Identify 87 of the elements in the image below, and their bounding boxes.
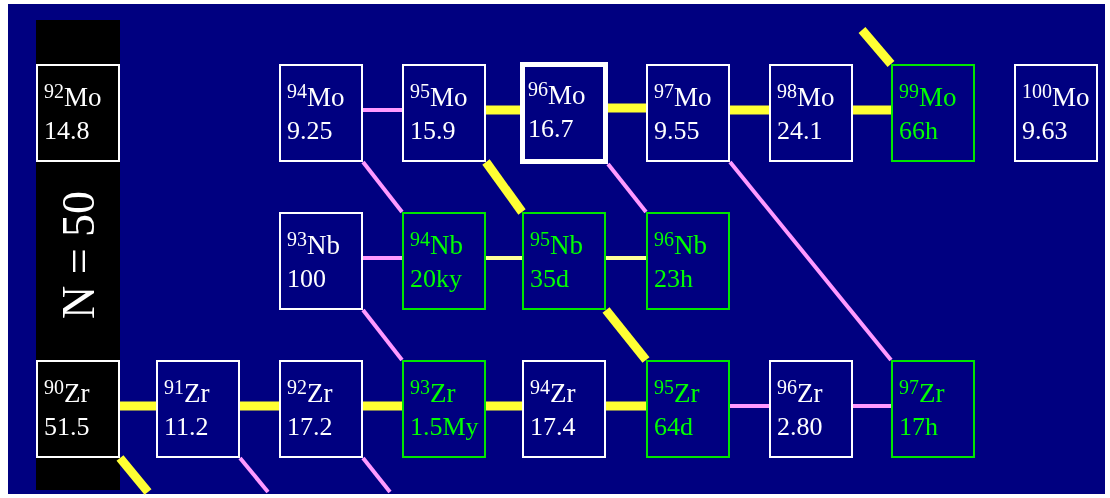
nuclide-box [402,360,486,458]
connector-line [606,401,646,411]
nuclide-symbol: $^{95}$Zr [654,376,701,410]
nuclide-symbol: $^{100}$Mo [1022,80,1091,114]
nuclide-symbol: $^{94}$Mo [287,80,346,114]
nuclide-value: 51.5 [44,411,91,443]
nuclide-symbol: $^{92}$Mo [44,80,103,114]
connector-line [361,308,404,362]
nuclide-symbol: $^{92}$Zr [287,376,334,410]
connector-line [238,456,270,494]
nuclide-value: 64d [654,411,694,443]
connector-line [730,404,769,408]
nuclide-box [646,212,730,310]
connector-line [608,103,646,113]
connector-line [858,27,895,67]
connector-line [116,455,152,495]
nuclide-value: 35d [530,263,570,295]
nuclide-symbol: $^{97}$Mo [654,80,713,114]
connector-line [486,401,522,411]
nuclide-box [769,360,853,458]
connector-line [728,160,893,362]
nuclide-value: 14.8 [44,115,91,147]
connector-line [363,108,402,112]
nuclide-value: 66h [899,115,939,147]
connector-line [482,159,526,215]
nuclide-symbol: $^{98}$Mo [777,80,836,114]
nuclide-box [891,360,975,458]
nuclide-box [1014,64,1098,162]
nuclide-box [156,360,240,458]
nuclide-box [891,64,975,162]
nuclide-box [769,64,853,162]
connector-line [486,256,522,260]
nuclide-value: 9.63 [1022,115,1069,147]
connector-line [361,160,404,214]
nuclide-box [36,64,120,162]
nuclide-box [646,64,730,162]
connector-line [853,105,891,115]
nuclide-symbol: $^{93}$Zr [410,376,457,410]
nuclide-value: 9.25 [287,115,334,147]
nuclide-value: 1.5My [410,411,480,443]
nuclide-value: 2.80 [777,411,824,443]
nuclide-box [522,212,606,310]
nuclide-value: 15.9 [410,115,457,147]
connector-line [363,256,402,260]
nuclide-symbol: $^{94}$Zr [530,376,577,410]
shell-band [36,20,120,490]
nuclide-box [402,212,486,310]
band-label: N = 50 [51,190,105,320]
connector-line [853,404,891,408]
nuclide-box [279,64,363,162]
connector-line [606,162,648,214]
connector-line [606,256,646,260]
connector-line [730,105,769,115]
nuclide-symbol: $^{93}$Nb [287,228,341,262]
nuclide-value: 11.2 [164,411,210,443]
nuclide-symbol: $^{96}$Nb [654,228,708,262]
nuclide-box [522,360,606,458]
nuclide-box [520,62,608,164]
nuclide-symbol: $^{96}$Zr [777,376,824,410]
nuclide-value: 24.1 [777,115,824,147]
connector-line [120,401,156,411]
nuclide-value: 17h [899,411,939,443]
nuclide-box [279,212,363,310]
connector-line [363,401,402,411]
nuclide-value: 17.2 [287,411,334,443]
nuclide-box [279,360,363,458]
connector-line [602,307,650,363]
nuclide-symbol: $^{95}$Mo [410,80,469,114]
nuclide-value: 20ky [410,263,463,295]
connector-line [486,105,520,115]
nuclide-box [646,360,730,458]
nuclide-symbol: $^{90}$Zr [44,376,91,410]
nuclide-symbol: $^{96}$Mo [528,78,587,112]
nuclide-symbol: $^{95}$Nb [530,228,584,262]
nuclide-box [402,64,486,162]
connector-line [361,456,392,494]
connector-line [240,401,279,411]
nuclide-symbol: $^{94}$Nb [410,228,464,262]
nuclide-value: 9.55 [654,115,701,147]
nuclide-box [36,360,120,458]
nuclide-value: 100 [287,263,327,295]
nuclide-symbol: $^{91}$Zr [164,376,211,410]
nuclide-value: 17.4 [530,411,577,443]
nuclide-symbol: $^{97}$Zr [899,376,946,410]
nuclide-symbol: $^{99}$Mo [899,80,958,114]
nuclide-value: 16.7 [528,113,575,145]
nuclide-value: 23h [654,263,694,295]
